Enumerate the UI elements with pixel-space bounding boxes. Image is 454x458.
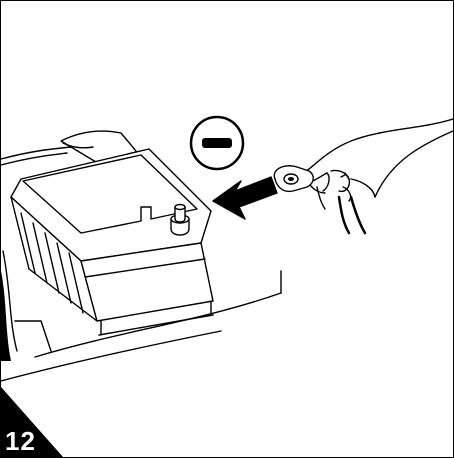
hand-with-cable (274, 119, 453, 233)
direction-arrow (213, 177, 277, 219)
negative-symbol (191, 117, 243, 169)
left-edge-shading (1, 271, 11, 361)
step-number: 12 (5, 426, 36, 456)
battery-body (11, 149, 213, 335)
step-badge: 12 (1, 387, 63, 457)
